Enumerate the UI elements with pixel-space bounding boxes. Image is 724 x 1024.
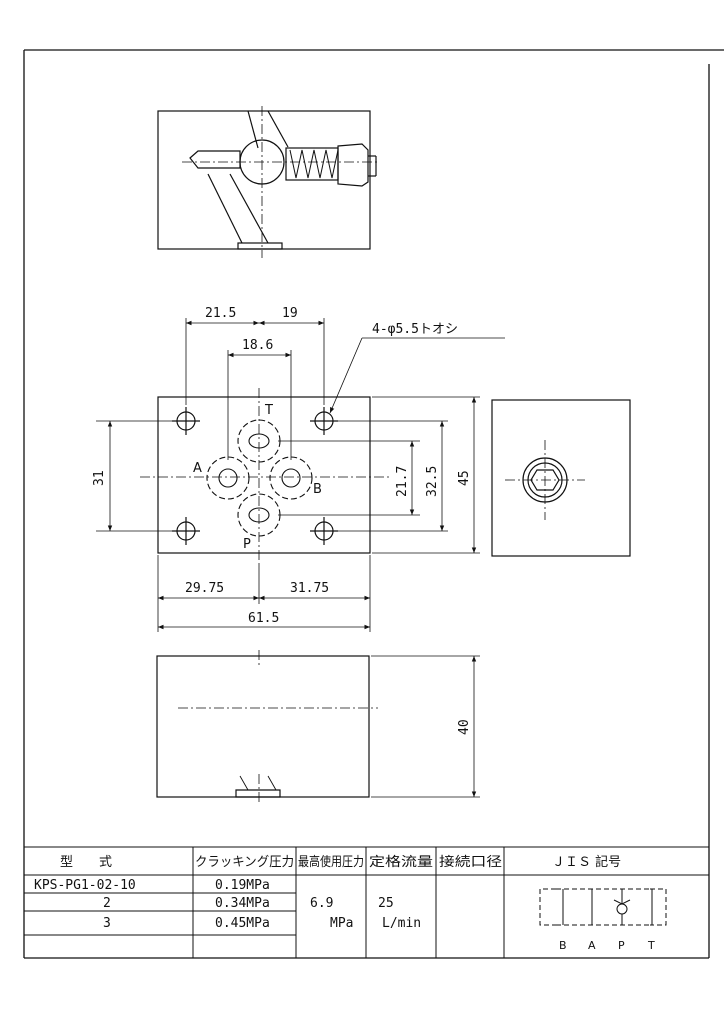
jis-symbol xyxy=(539,888,667,926)
header-model: 型 式 xyxy=(60,855,112,870)
side-view xyxy=(491,399,631,557)
jis-port-t: T xyxy=(647,939,655,952)
row-1-cracking: 0.19MPa xyxy=(215,878,270,893)
dim-21-5: 21.5 xyxy=(205,306,236,321)
dim-31-75: 31.75 xyxy=(290,581,329,596)
jis-port-b: B xyxy=(559,939,567,952)
row-2-model: 2 xyxy=(103,896,111,911)
front-view xyxy=(156,655,480,798)
mounting-hole xyxy=(310,407,338,435)
header-jis-symbol: ＪＩＳ 記号 xyxy=(552,854,621,870)
mounting-hole xyxy=(172,407,200,435)
dim-18-6: 18.6 xyxy=(242,338,273,353)
row-3-cracking: 0.45MPa xyxy=(215,916,270,931)
dim-45: 45 xyxy=(457,470,472,486)
port-a xyxy=(206,456,250,500)
header-max-pressure: 最高使用圧力 xyxy=(298,854,364,870)
dim-21-7: 21.7 xyxy=(395,466,410,497)
side-centerlines xyxy=(505,440,585,520)
section-view xyxy=(157,110,377,250)
row-3-model: 3 xyxy=(103,916,111,931)
port-label-a: A xyxy=(193,461,202,476)
header-cracking-pressure: クラッキング圧力 xyxy=(195,855,294,870)
dim-32-5: 32.5 xyxy=(425,466,440,497)
port-face-view xyxy=(157,396,371,554)
row-2-cracking: 0.34MPa xyxy=(215,896,270,911)
rated-flow-value: 25 xyxy=(378,896,394,911)
dim-61-5: 61.5 xyxy=(248,611,279,626)
jis-port-a: A xyxy=(588,939,596,952)
hole-note: 4-φ5.5トオシ xyxy=(372,322,458,337)
port-label-p: P xyxy=(243,537,251,552)
port-b xyxy=(269,456,313,500)
dim-29-75: 29.75 xyxy=(185,581,224,596)
port-label-b: B xyxy=(313,482,322,497)
dimension-lines xyxy=(96,318,505,632)
drawing-frame xyxy=(23,49,724,959)
front-centerlines xyxy=(178,650,378,804)
jis-port-p: P xyxy=(618,939,625,952)
dim-19: 19 xyxy=(282,306,298,321)
row-1-model: KPS-PG1-02-10 xyxy=(34,878,136,893)
port-label-t: T xyxy=(264,403,273,418)
max-pressure-value: 6.9 xyxy=(310,896,333,911)
rated-flow-unit: L/min xyxy=(382,916,421,931)
dim-40: 40 xyxy=(457,719,472,735)
spec-table-grid xyxy=(24,846,709,958)
section-centerlines xyxy=(182,106,380,258)
mounting-hole xyxy=(172,517,200,545)
mounting-hole xyxy=(310,517,338,545)
header-connection: 接続口径 xyxy=(439,854,502,870)
max-pressure-unit: MPa xyxy=(330,916,353,931)
dim-31: 31 xyxy=(92,470,107,486)
header-rated-flow: 定格流量 xyxy=(369,854,433,870)
